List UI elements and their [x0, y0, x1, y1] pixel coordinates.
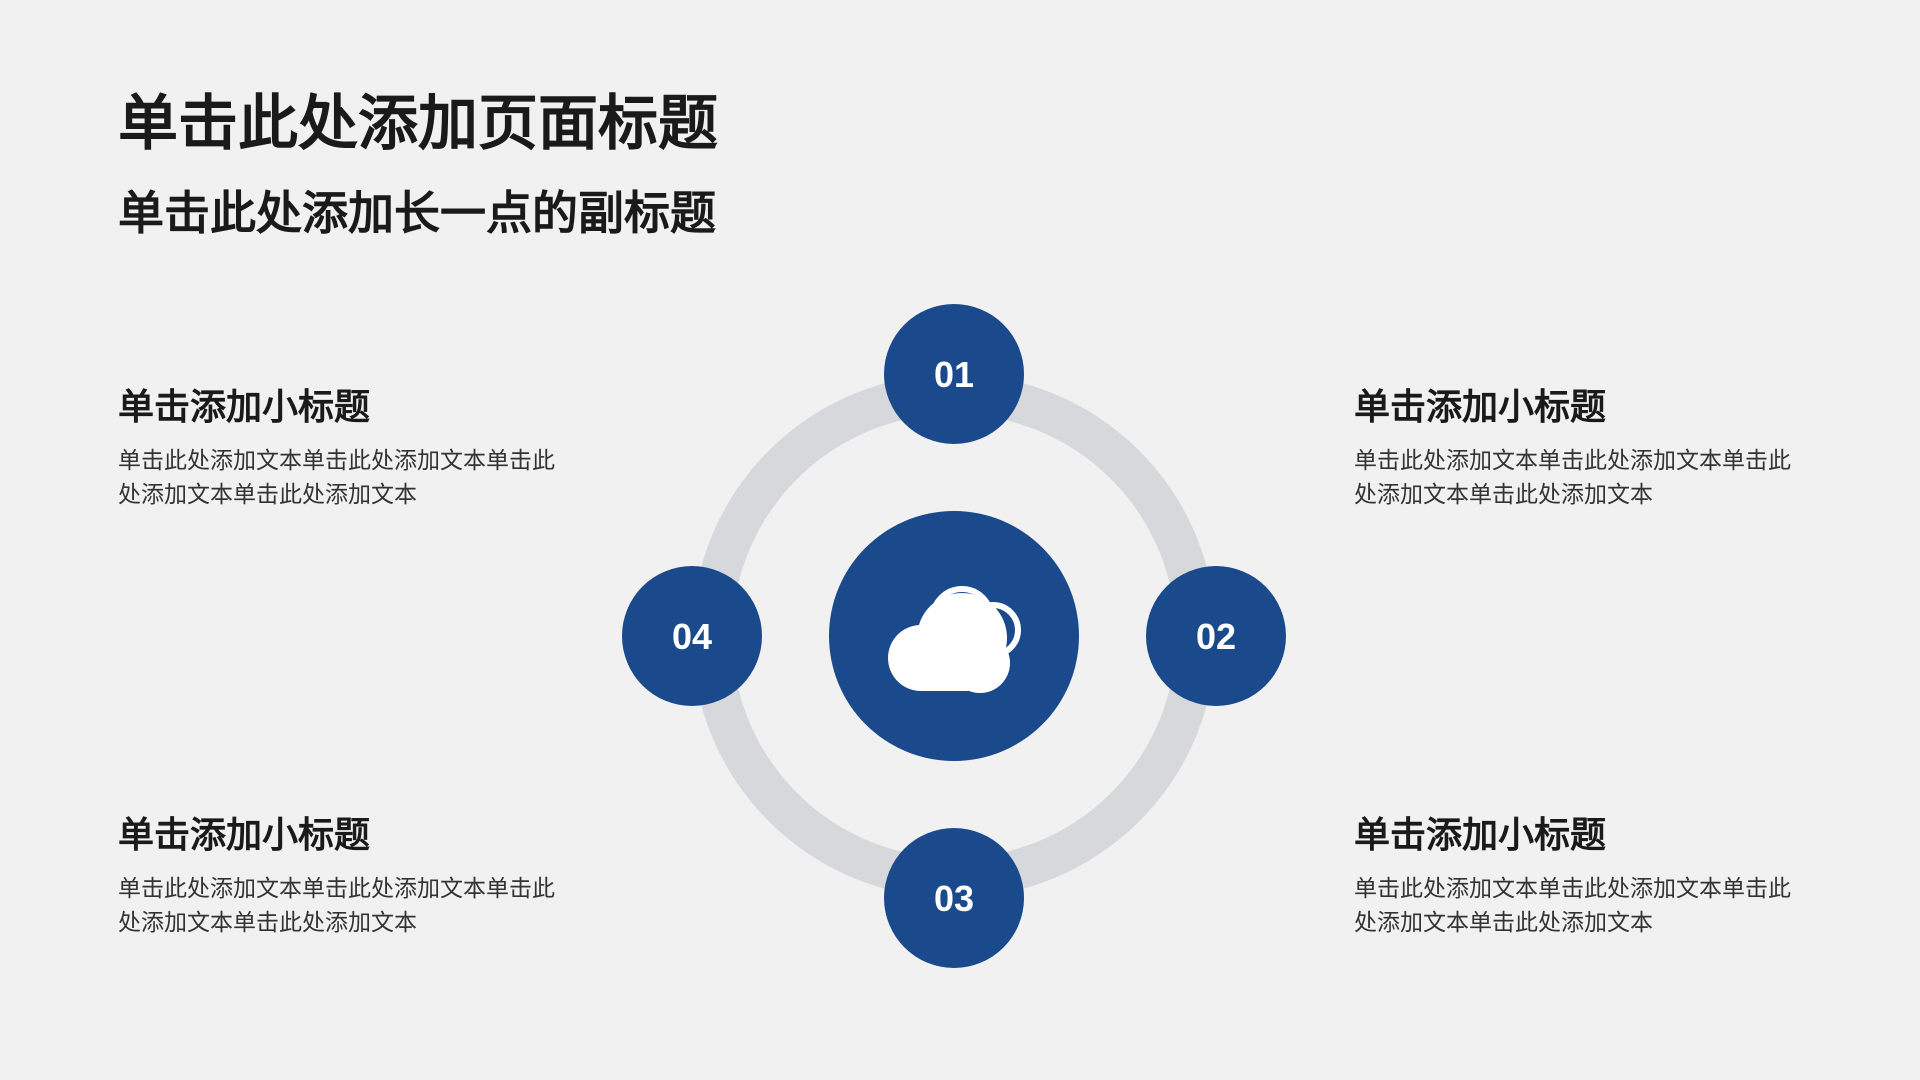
- block-body: 单击此处添加文本单击此处添加文本单击此处添加文本单击此处添加文本: [1354, 448, 1791, 508]
- node-01: 01: [884, 304, 1024, 444]
- block-title: 单击添加小标题: [118, 387, 371, 428]
- node-02: 02: [1146, 566, 1286, 706]
- page-subtitle: 单击此处添加长一点的副标题: [118, 186, 716, 240]
- node-03: 03: [884, 828, 1024, 968]
- text-block-top-left: 单击添加小标题 单击此处添加文本单击此处添加文本单击此处添加文本单击此处添加文本: [118, 386, 558, 512]
- node-label: 04: [672, 616, 712, 657]
- text-block-top-right: 单击添加小标题 单击此处添加文本单击此处添加文本单击此处添加文本单击此处添加文本: [1354, 386, 1794, 512]
- cloud-icon: [888, 586, 1021, 693]
- block-title: 单击添加小标题: [1354, 815, 1607, 856]
- block-body: 单击此处添加文本单击此处添加文本单击此处添加文本单击此处添加文本: [118, 448, 555, 508]
- text-block-bottom-right: 单击添加小标题 单击此处添加文本单击此处添加文本单击此处添加文本单击此处添加文本: [1354, 814, 1794, 940]
- block-title: 单击添加小标题: [118, 815, 371, 856]
- text-block-bottom-left: 单击添加小标题 单击此处添加文本单击此处添加文本单击此处添加文本单击此处添加文本: [118, 814, 558, 940]
- block-title: 单击添加小标题: [1354, 387, 1607, 428]
- page-title: 单击此处添加页面标题: [118, 89, 718, 159]
- node-label: 02: [1196, 616, 1236, 657]
- block-body: 单击此处添加文本单击此处添加文本单击此处添加文本单击此处添加文本: [1354, 876, 1791, 936]
- block-body: 单击此处添加文本单击此处添加文本单击此处添加文本单击此处添加文本: [118, 876, 555, 936]
- node-04: 04: [622, 566, 762, 706]
- node-label: 01: [934, 354, 974, 395]
- node-label: 03: [934, 878, 974, 919]
